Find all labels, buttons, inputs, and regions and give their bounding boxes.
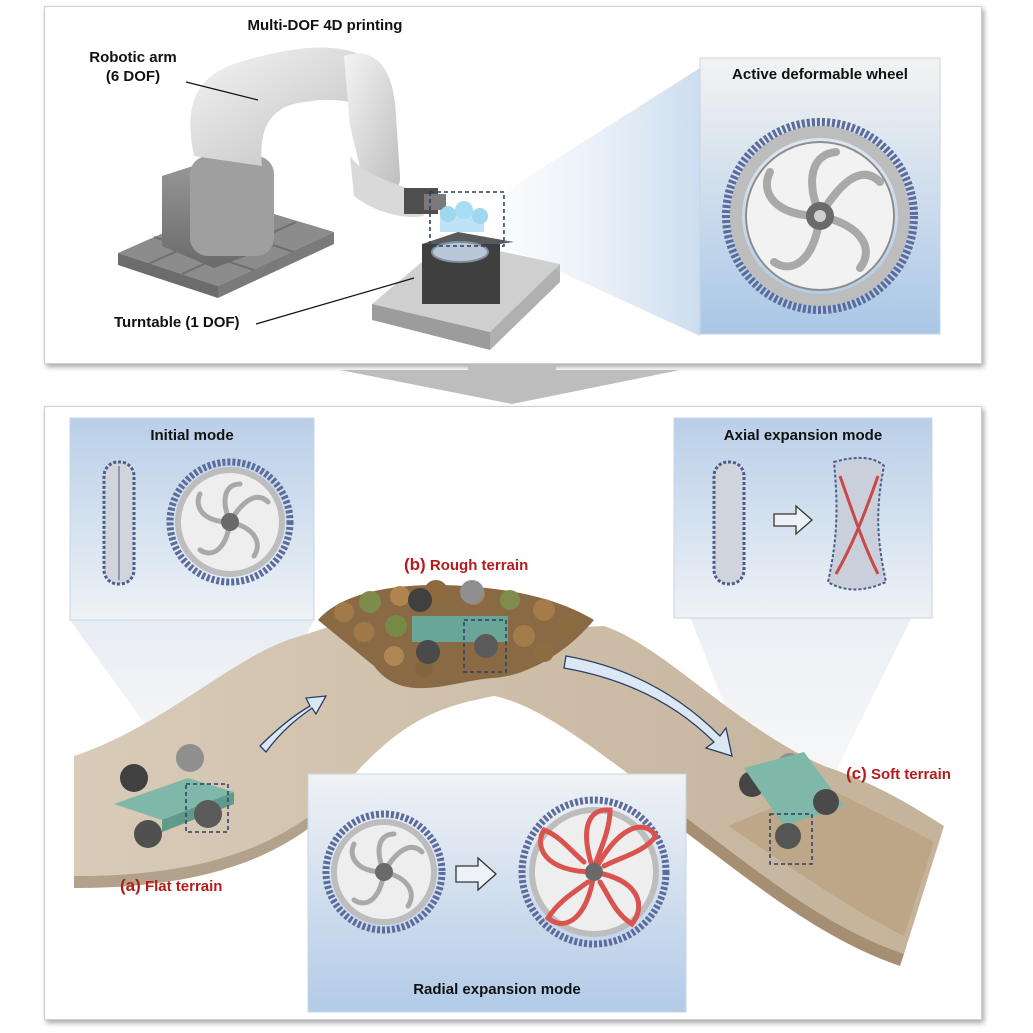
radial-mode-title: Radial expansion mode: [413, 981, 581, 998]
terrain-label-flat-letter: (a): [120, 876, 141, 895]
turntable-label: Turntable (1 DOF): [114, 314, 240, 331]
vehicle-rough-terrain: [408, 580, 508, 664]
axial-mode-before-wheel: [712, 460, 746, 586]
motion-arrow-2: [563, 655, 733, 757]
wheel-inset-title: Active deformable wheel: [732, 66, 908, 83]
initial-mode-side-wheel: [102, 460, 136, 586]
initial-mode-title: Initial mode: [150, 427, 234, 444]
turntable: [372, 201, 560, 350]
terrain-label-flat: (a) Flat terrain: [120, 876, 222, 896]
terrain-label-rough-letter: (b): [404, 555, 426, 574]
vehicle-soft-terrain: [739, 752, 844, 849]
initial-mode-front-wheel: [166, 458, 294, 586]
radial-mode-arrow: [455, 856, 497, 892]
top-panel-title: Multi-DOF 4D printing: [247, 17, 403, 34]
radial-mode-after-wheel: [518, 796, 670, 948]
terrain-label-flat-name: Flat terrain: [144, 878, 223, 895]
terrain-label-rough-name: Rough terrain: [429, 557, 529, 574]
robotic-arm-label-line2: (6 DOF): [105, 68, 161, 85]
terrain-label-soft: (c) Soft terrain: [846, 764, 951, 784]
robotic-arm-label-line1: Robotic arm: [89, 49, 177, 66]
axial-mode-after-wheel: [826, 456, 888, 591]
motion-arrow-1: [259, 695, 328, 753]
turntable-leader: [255, 277, 415, 325]
robotic-arm-label: Robotic arm (6 DOF): [80, 48, 186, 86]
bottom-illustration: [69, 417, 944, 1013]
rough-wheel-box: [463, 619, 507, 673]
axial-mode-arrow: [773, 504, 813, 536]
radial-mode-before-wheel: [322, 810, 446, 934]
vehicle-flat-terrain: [114, 744, 234, 848]
top-illustration: [118, 47, 941, 350]
terrain-label-rough: (b) Rough terrain: [404, 555, 528, 575]
down-arrow: [340, 364, 680, 404]
terrain-label-soft-name: Soft terrain: [870, 766, 951, 783]
axial-mode-title: Axial expansion mode: [723, 427, 883, 444]
terrain-track: [74, 596, 944, 966]
flat-wheel-box: [185, 783, 229, 833]
soft-wheel-box: [769, 813, 813, 865]
axial-mode-beam: [674, 576, 932, 816]
robotic-arm: [162, 47, 446, 268]
zoom-beam: [504, 68, 700, 336]
terrain-label-soft-letter: (c): [846, 764, 867, 783]
active-deformable-wheel: [722, 118, 918, 314]
robotic-arm-leader: [185, 81, 259, 101]
